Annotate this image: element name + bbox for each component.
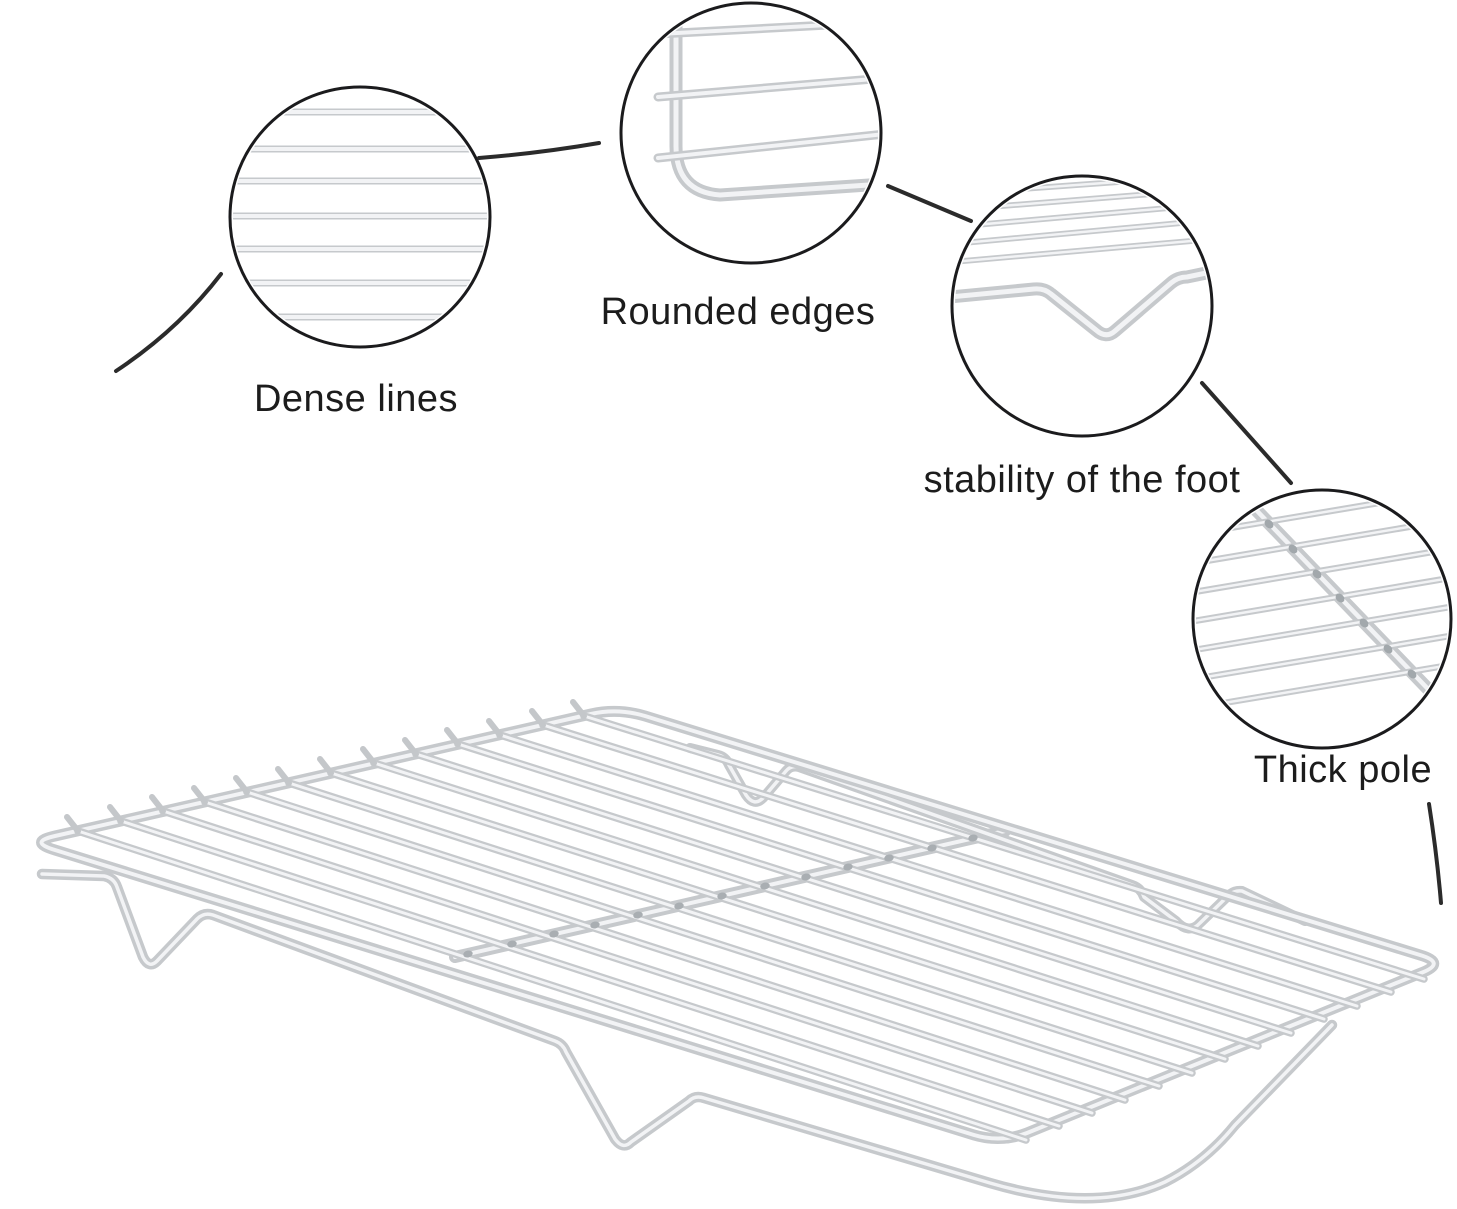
connector-rounded-to-foot	[886, 184, 973, 223]
leader-line-thick-pole	[1427, 802, 1443, 905]
rack-frame	[36, 705, 1440, 1144]
callout-dense-lines	[228, 85, 492, 349]
connector-foot-to-pole	[1200, 381, 1293, 485]
rack-grid-bars	[74, 712, 1428, 1144]
leader-line-dense-lines	[114, 272, 223, 373]
callout-rounded-edges	[619, 1, 883, 265]
magnifier-circle-background	[621, 3, 881, 263]
rack-bar-hooks	[64, 699, 587, 834]
thick-pole-label: Thick pole	[1254, 749, 1432, 791]
rack-weld-bumps	[463, 834, 978, 958]
connector-dense-to-rounded	[477, 141, 601, 160]
rounded-edges-label: Rounded edges	[601, 291, 876, 333]
rack-front-support-rail	[36, 868, 1338, 1204]
magnifier-circle	[1191, 488, 1453, 750]
dense-lines-label: Dense lines	[254, 378, 458, 420]
callout-thick-pole	[1191, 488, 1453, 750]
callout-foot-stability	[950, 174, 1214, 438]
magnifier-circle	[619, 1, 883, 265]
magnifier-circle	[228, 85, 492, 349]
rack-back-support-rail	[685, 743, 1310, 934]
rack-illustration	[36, 699, 1440, 1204]
magnifier-circle	[950, 174, 1214, 438]
foot-stability-label: stability of the foot	[924, 459, 1241, 501]
